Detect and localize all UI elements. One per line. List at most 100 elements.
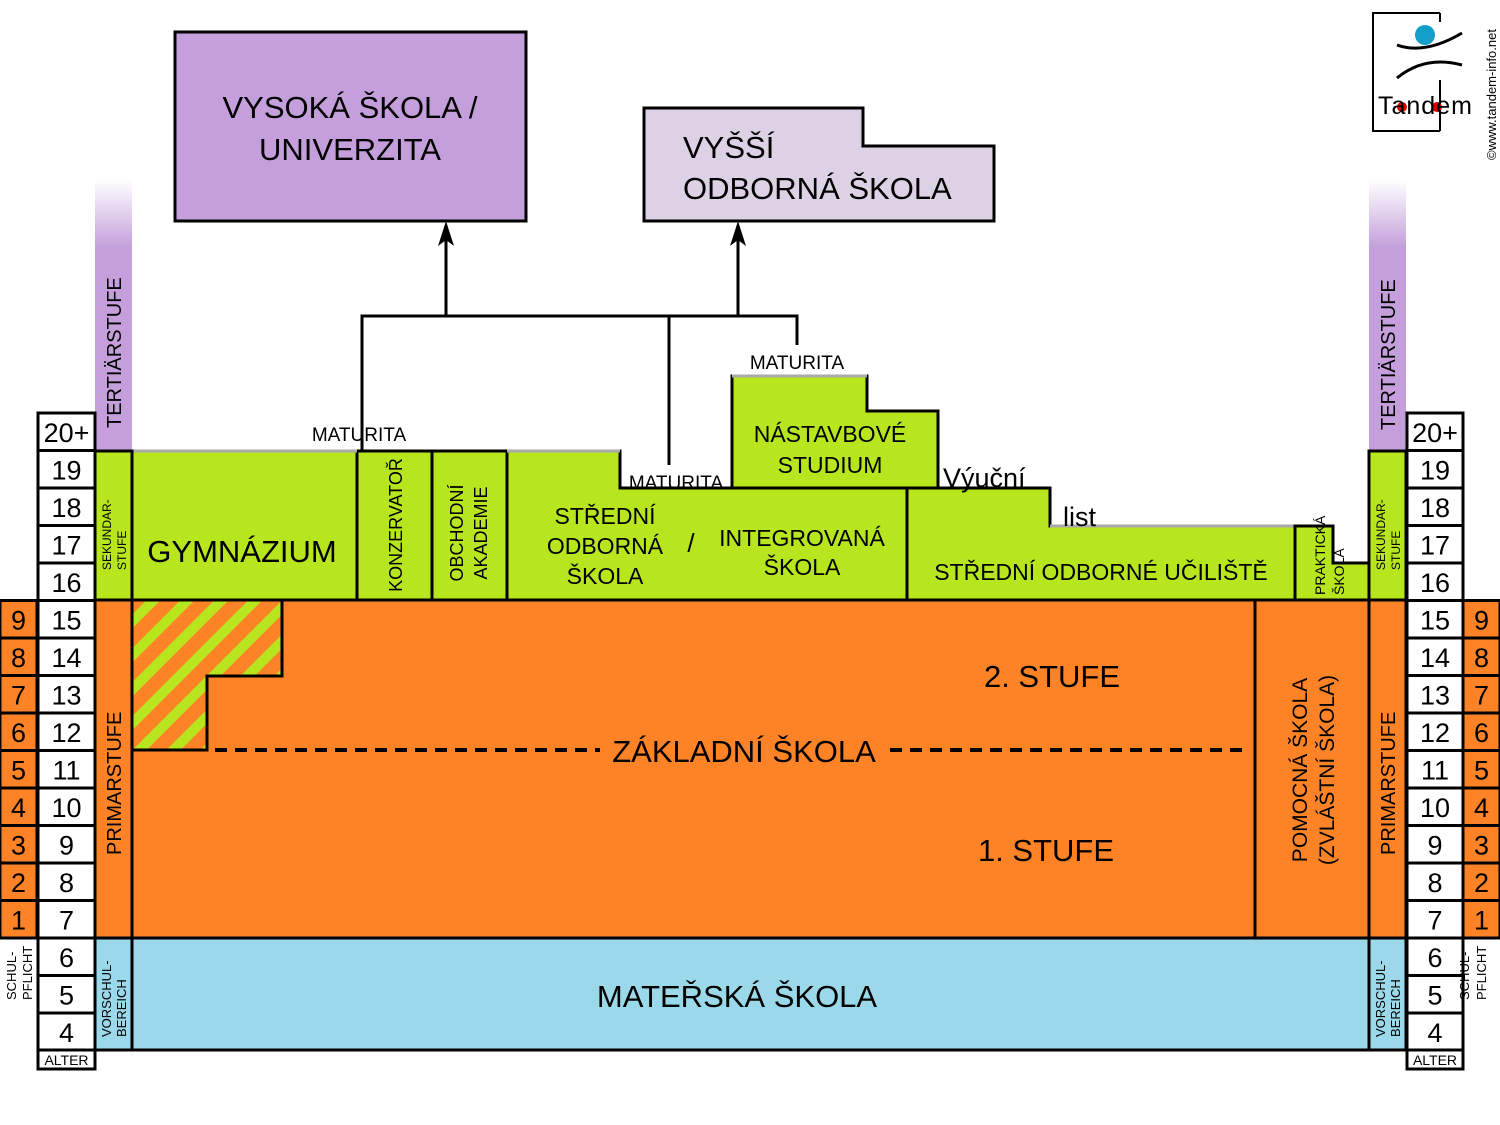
age-cell-right — [1405, 449, 1465, 490]
grade-label-right: 9 — [1474, 606, 1489, 636]
pomocna-skola-block — [1253, 598, 1371, 940]
primar-label-left: PRIMARSTUFE — [104, 712, 126, 855]
obchodni-akademie-label-2: AKADEMIE — [471, 486, 491, 579]
obchodni-akademie-block — [430, 449, 509, 602]
grade-label-left: 3 — [11, 831, 26, 861]
sekundar-label-1-right: SEKUNDAR- — [1374, 499, 1388, 570]
grade-label-right: 3 — [1474, 831, 1489, 861]
age-label-right: 17 — [1420, 531, 1450, 561]
age-label-left: 14 — [51, 643, 81, 673]
grade-label-left: 2 — [11, 868, 26, 898]
vorschul-stage-left — [93, 936, 134, 1052]
maturita-label-sos: MATURITA — [629, 473, 724, 494]
konzervator-label: KONZERVATOŘ — [386, 458, 406, 592]
age-cell-left — [36, 749, 97, 790]
grade-label-left: 1 — [11, 906, 26, 936]
alter-label-left: ALTER — [44, 1052, 88, 1068]
grade-label-right: 8 — [1474, 643, 1489, 673]
logo-text: Tandem — [1378, 92, 1473, 120]
age-label-right: 18 — [1420, 493, 1450, 523]
age-label-left: 18 — [51, 493, 81, 523]
age-label-right: 11 — [1421, 756, 1449, 786]
age-label-right: 5 — [1427, 981, 1442, 1011]
sos-label-2: ODBORNÁ — [547, 533, 664, 559]
schulpflicht-label-1-left: SCHUL- — [4, 952, 19, 1000]
age-label-right: 4 — [1427, 1018, 1442, 1048]
age-label-left: 11 — [52, 756, 80, 786]
obchodni-akademie-label-1: OBCHODNÍ — [447, 484, 467, 581]
vysoka-skola-label-1: VYSOKÁ ŠKOLA / — [222, 90, 477, 125]
grade-cell-left — [0, 636, 39, 677]
age-label-right: 15 — [1420, 606, 1450, 636]
age-label-left: 15 — [51, 606, 81, 636]
tertiar-stage-right — [1369, 180, 1406, 451]
pomocna-label-1: POMOCNÁ ŠKOLA — [1289, 678, 1312, 862]
grade-label-left: 7 — [11, 681, 26, 711]
nastavbove-label-2: STUDIUM — [778, 452, 883, 478]
age-label-right: 12 — [1420, 718, 1450, 748]
age-cell-left — [36, 524, 97, 565]
age-label-left: 7 — [59, 906, 74, 936]
vorschul-label-1-left: VORSCHUL- — [99, 960, 114, 1037]
grade-label-left: 4 — [11, 793, 26, 823]
zakladni-skola-block — [130, 598, 1257, 940]
age-label-right: 9 — [1427, 831, 1442, 861]
age-label-left: 19 — [51, 456, 81, 486]
sekundar-label-2-left: STUFE — [115, 531, 129, 570]
tertiar-label-left: TERTIÄRSTUFE — [104, 277, 126, 428]
grade-cell-left — [0, 786, 39, 827]
prakticka-label-2: ŠKOLA — [1331, 548, 1347, 595]
grade-label-left: 9 — [11, 606, 26, 636]
pomocna-label-2: (ZVLÁŠTNÍ ŠKOLA) — [1316, 675, 1339, 865]
age-label-left: 5 — [59, 981, 74, 1011]
vysoka-skola-label-2: UNIVERZITA — [259, 132, 441, 167]
grade-cell-right — [1461, 786, 1500, 827]
zakladni-label: ZÁKLADNÍ ŠKOLA — [612, 734, 876, 769]
grade-label-left: 5 — [11, 756, 26, 786]
schulpflicht-label-2-left: PFLICHT — [20, 946, 35, 1000]
age-cell-left — [36, 636, 97, 677]
age-cell-left — [36, 899, 97, 940]
vorschul-label-2-right: BEREICH — [1388, 979, 1403, 1037]
age-label-right: 13 — [1420, 681, 1450, 711]
primar-label-right: PRIMARSTUFE — [1378, 712, 1400, 855]
vyucni-label: Výuční — [943, 463, 1026, 493]
alter-label-right: ALTER — [1413, 1052, 1457, 1068]
age-label-left: 4 — [59, 1018, 74, 1048]
grade-cell-left — [0, 899, 39, 940]
age-label-left: 16 — [51, 568, 81, 598]
arrow-head-vos — [730, 221, 746, 246]
grade-cell-left — [0, 861, 39, 902]
age-label-left: 17 — [51, 531, 81, 561]
slash-label: / — [687, 528, 695, 558]
vorschul-label-2-left: BEREICH — [114, 979, 129, 1037]
vyssi-odborna-label-1: VYŠŠÍ — [683, 130, 775, 165]
age-cell-right — [1405, 599, 1465, 640]
vyssi-odborna-box — [642, 106, 996, 223]
grade-label-right: 2 — [1474, 868, 1489, 898]
grade-cell-right — [1461, 899, 1500, 940]
tandem-logo: Tandem — [1372, 12, 1473, 132]
arrow-head-vs — [438, 221, 454, 246]
alter-cell-left — [36, 1048, 97, 1071]
stufe1-label: 1. STUFE — [978, 833, 1114, 868]
maturita-label-nastavbove: MATURITA — [750, 353, 845, 374]
grade-cell-right — [1461, 861, 1500, 902]
age-cell-left — [36, 974, 97, 1015]
grade-label-right: 5 — [1474, 756, 1489, 786]
age-label-left: 13 — [51, 681, 81, 711]
age-cell-left — [36, 411, 97, 452]
age-label-right: 8 — [1427, 868, 1442, 898]
gymnazium-block — [130, 449, 359, 602]
age-label-left: 12 — [51, 718, 81, 748]
schulpflicht-label-2-right: PFLICHT — [1474, 946, 1489, 1000]
stufe2-label: 2. STUFE — [984, 659, 1120, 694]
grade-label-right: 4 — [1474, 793, 1489, 823]
age-label-left: 8 — [59, 868, 74, 898]
grade-label-right: 7 — [1474, 681, 1489, 711]
sekundar-label-1-left: SEKUNDAR- — [100, 499, 114, 570]
prakticka-label-1: PRAKTICKÁ — [1312, 515, 1328, 595]
age-cell-left — [36, 1011, 97, 1052]
age-cell-right — [1405, 786, 1465, 827]
